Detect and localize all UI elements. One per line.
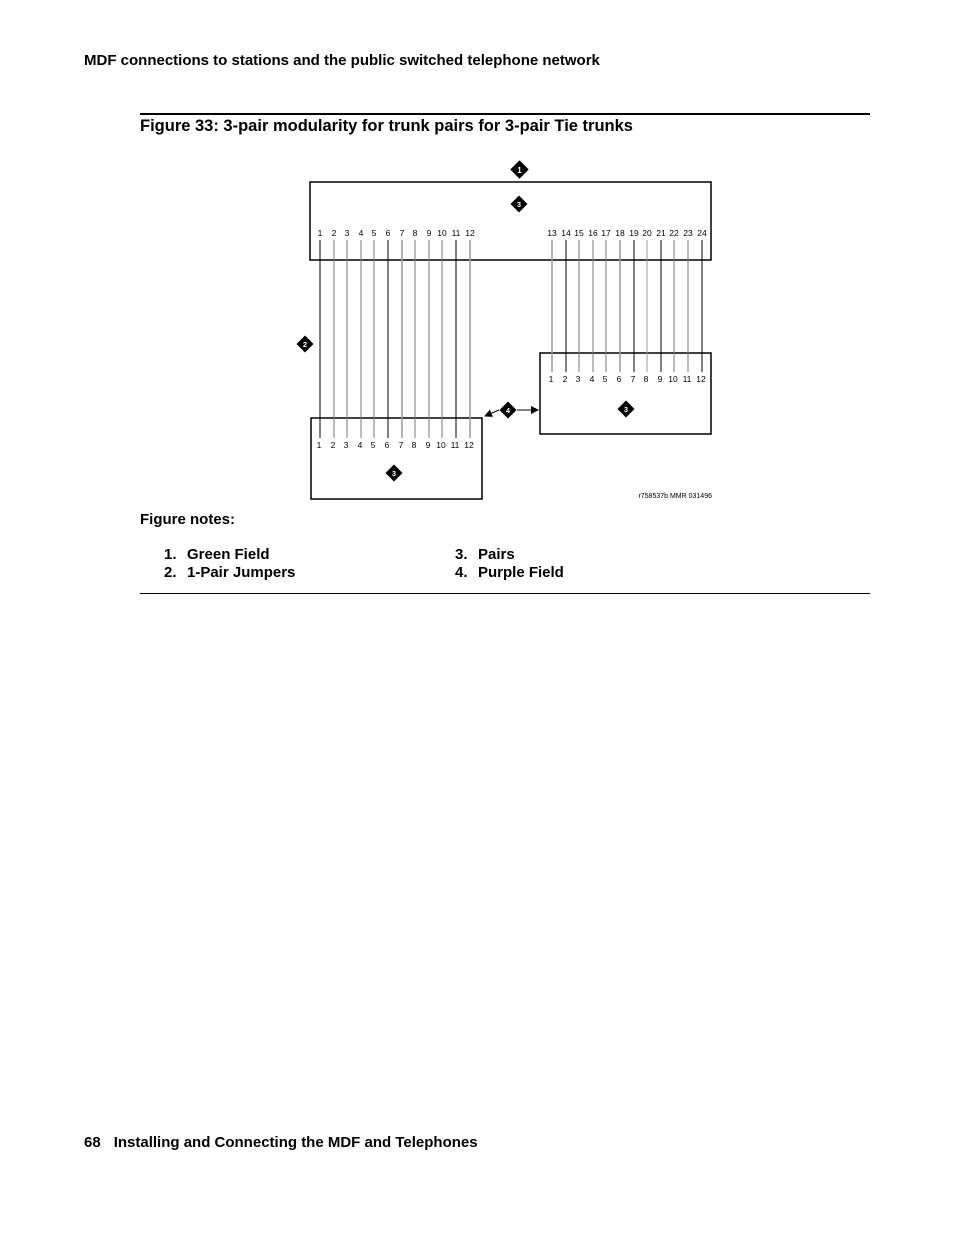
note-text: Purple Field xyxy=(478,564,564,581)
figure-notes-label: Figure notes: xyxy=(140,511,236,528)
svg-text:11: 11 xyxy=(452,228,461,238)
svg-text:4: 4 xyxy=(358,440,363,450)
svg-text:12: 12 xyxy=(464,440,474,450)
svg-text:5: 5 xyxy=(603,374,608,384)
callout-1-icon: 1 xyxy=(510,160,529,179)
svg-text:7: 7 xyxy=(399,440,404,450)
bottom-left-pair-labels: 1 2 3 4 5 6 7 8 9 10 11 12 xyxy=(317,440,474,450)
note-item-3: 3. Pairs xyxy=(455,546,515,563)
note-text: Pairs xyxy=(478,546,515,563)
svg-text:11: 11 xyxy=(683,374,692,384)
svg-text:2: 2 xyxy=(563,374,568,384)
svg-text:1: 1 xyxy=(317,440,322,450)
bottom-right-pair-labels: 1 2 3 4 5 6 7 8 9 10 11 12 xyxy=(549,374,706,384)
svg-text:9: 9 xyxy=(427,228,432,238)
svg-text:20: 20 xyxy=(642,228,652,238)
callout-4-icon: 4 xyxy=(499,401,517,419)
svg-text:3: 3 xyxy=(345,228,350,238)
note-text: Green Field xyxy=(187,546,270,563)
callout-3-top-icon: 3 xyxy=(510,195,528,213)
svg-text:9: 9 xyxy=(658,374,663,384)
svg-text:19: 19 xyxy=(629,228,639,238)
svg-text:8: 8 xyxy=(413,228,418,238)
purple-field-arrows xyxy=(484,406,539,417)
svg-text:2: 2 xyxy=(331,440,336,450)
svg-text:4: 4 xyxy=(590,374,595,384)
svg-text:22: 22 xyxy=(669,228,679,238)
svg-text:16: 16 xyxy=(588,228,598,238)
green-field-block xyxy=(309,181,712,261)
svg-text:3: 3 xyxy=(392,469,396,478)
svg-text:5: 5 xyxy=(372,228,377,238)
figure-bottom-rule xyxy=(140,593,870,594)
callout-3-right-icon: 3 xyxy=(617,400,635,418)
svg-text:6: 6 xyxy=(385,440,390,450)
figure-title: Figure 33: 3-pair modularity for trunk p… xyxy=(140,117,633,135)
svg-text:10: 10 xyxy=(437,228,447,238)
wiring-diagram: 1 2 3 4 5 6 7 8 9 10 11 12 13 14 15 16 1… xyxy=(296,160,712,500)
svg-text:17: 17 xyxy=(601,228,611,238)
jumper-lines-right xyxy=(551,240,703,372)
figure-top-rule xyxy=(140,113,870,115)
note-item-1: 1. Green Field xyxy=(164,546,270,563)
svg-text:13: 13 xyxy=(547,228,557,238)
svg-text:8: 8 xyxy=(644,374,649,384)
svg-text:18: 18 xyxy=(615,228,625,238)
svg-text:6: 6 xyxy=(386,228,391,238)
note-item-4: 4. Purple Field xyxy=(455,564,564,581)
running-header: MDF connections to stations and the publ… xyxy=(84,52,600,69)
svg-text:10: 10 xyxy=(436,440,446,450)
svg-text:4: 4 xyxy=(506,406,511,415)
footer-title: Installing and Connecting the MDF and Te… xyxy=(113,1134,478,1151)
note-text: 1-Pair Jumpers xyxy=(187,564,296,581)
svg-text:2: 2 xyxy=(303,340,307,349)
svg-text:5: 5 xyxy=(371,440,376,450)
svg-text:3: 3 xyxy=(624,405,628,414)
svg-text:1: 1 xyxy=(517,166,522,175)
svg-text:3: 3 xyxy=(517,200,521,209)
svg-text:6: 6 xyxy=(617,374,622,384)
svg-text:7: 7 xyxy=(631,374,636,384)
top-left-pair-labels: 1 2 3 4 5 6 7 8 9 10 11 12 xyxy=(318,228,475,238)
pairs-block-right xyxy=(539,352,712,435)
svg-text:3: 3 xyxy=(344,440,349,450)
svg-text:24: 24 xyxy=(697,228,707,238)
svg-text:14: 14 xyxy=(561,228,571,238)
svg-text:12: 12 xyxy=(465,228,475,238)
figure-image-id: r758537b MMR 031496 xyxy=(638,493,712,500)
page-footer: 68 Installing and Connecting the MDF and … xyxy=(84,1134,478,1151)
callout-2-icon: 2 xyxy=(296,335,314,353)
page-number: 68 xyxy=(84,1134,101,1151)
svg-text:3: 3 xyxy=(576,374,581,384)
note-number: 2. xyxy=(164,564,177,581)
svg-text:10: 10 xyxy=(668,374,678,384)
svg-text:2: 2 xyxy=(332,228,337,238)
svg-text:23: 23 xyxy=(683,228,693,238)
svg-text:7: 7 xyxy=(400,228,405,238)
svg-text:12: 12 xyxy=(696,374,706,384)
note-number: 4. xyxy=(455,564,468,581)
jumper-lines-left xyxy=(319,240,471,438)
note-number: 1. xyxy=(164,546,177,563)
svg-text:21: 21 xyxy=(656,228,666,238)
svg-text:1: 1 xyxy=(318,228,323,238)
svg-text:8: 8 xyxy=(412,440,417,450)
svg-text:1: 1 xyxy=(549,374,554,384)
note-item-2: 2. 1-Pair Jumpers xyxy=(164,564,295,581)
svg-text:4: 4 xyxy=(359,228,364,238)
callout-3-left-icon: 3 xyxy=(385,464,403,482)
note-number: 3. xyxy=(455,546,468,563)
svg-text:11: 11 xyxy=(451,440,460,450)
pairs-block-left xyxy=(310,417,483,500)
svg-text:9: 9 xyxy=(426,440,431,450)
top-right-pair-labels: 13 14 15 16 17 18 19 20 21 22 23 24 xyxy=(547,228,707,238)
svg-text:15: 15 xyxy=(574,228,584,238)
